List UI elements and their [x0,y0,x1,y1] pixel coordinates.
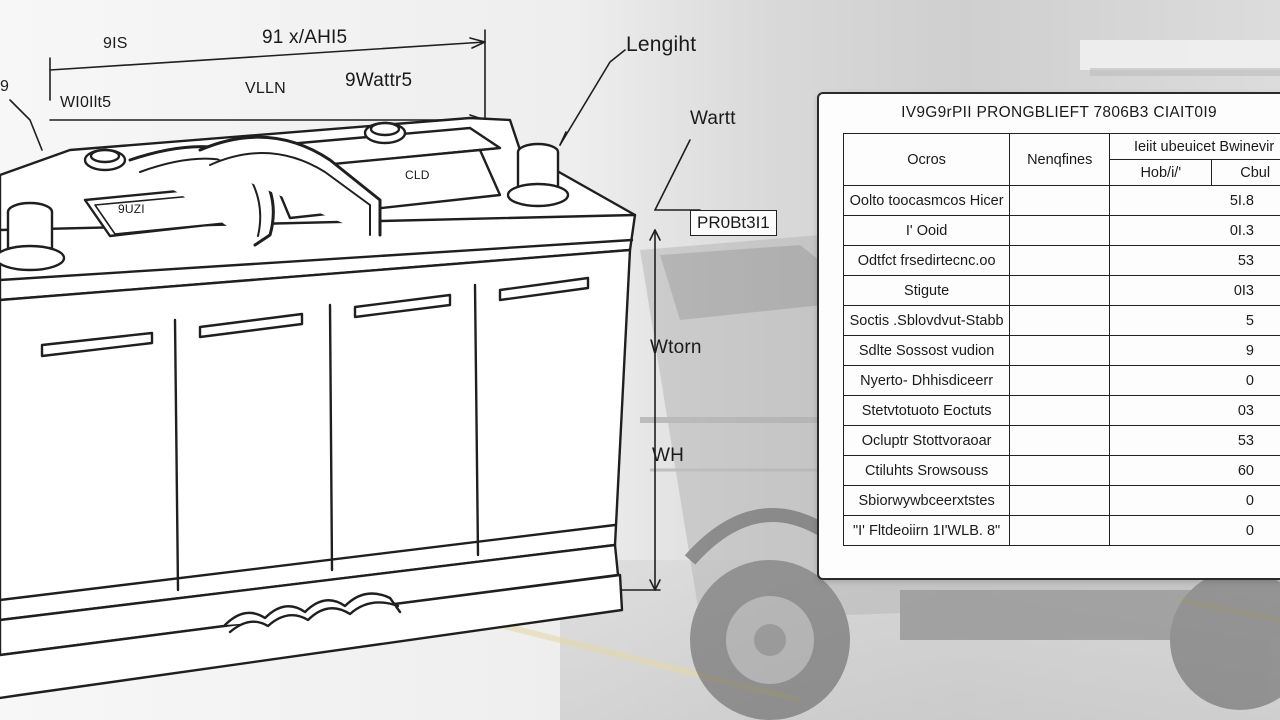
spec-table-row: Oolto toocasmcos Hicer 5I.8 [842,185,1280,216]
terminal-label-left: 9UZI [118,202,145,216]
spec-header-group: Ieiit ubeuicet Bwinevir [1109,133,1280,160]
spec-table: Ocros Nenqfines Ieiit ubeuicet Bwinevir … [842,133,1280,546]
spec-row-label: Sdlte Sossost vudion [842,335,1011,366]
spec-table-row: Ctiluhts Srowsouss 60 [842,455,1280,486]
battery-body [0,248,632,700]
vent-caps [83,121,407,172]
spec-row-blank [1009,275,1111,306]
spec-table-row: Sdlte Sossost vudion 9 [842,335,1280,366]
terminal-left [0,201,66,272]
spec-table-row: I' Ooid 0I.3 [842,215,1280,246]
spec-row-label: Stetvtotuoto Eoctuts [842,395,1011,426]
dim-label-overall: 91 x/AHI5 [262,27,348,48]
spec-row-blank [1009,485,1111,516]
spec-row-blank [1009,455,1111,486]
spec-panel: IV9G9rPII PRONGBLIEFT 7806B3 CIAIT0I9 Oc… [817,92,1280,580]
spec-row-value: 0I3 [1109,275,1280,306]
spec-row-value: 9 [1109,335,1280,366]
spec-table-row: Ocluptr Stottvoraoar 53 [842,425,1280,456]
spec-row-blank [1009,365,1111,396]
dim-label-left-tick: 9IS [103,35,128,52]
spec-table-row: Stigute 0I3 [842,275,1280,306]
spec-row-value: 0 [1109,365,1280,396]
callout-height-tag: PR0Bt3I1 [690,210,777,236]
spec-row-label: Odtfct frsedirtecnc.oo [842,245,1011,276]
spec-row-value: 03 [1109,395,1280,426]
spec-table-row: Nyerto- Dhhisdiceerr 0 [842,365,1280,396]
terminal-right [506,142,570,208]
spec-row-value: 0I.3 [1109,215,1280,246]
spec-row-blank [1009,425,1111,456]
spec-row-blank [1009,185,1111,216]
spec-row-label: Soctis .Sblovdvut-Stabb [842,305,1011,336]
spec-table-row: Stetvtotuoto Eoctuts 03 [842,395,1280,426]
spec-row-blank [1009,515,1111,546]
spec-row-label: Ocluptr Stottvoraoar [842,425,1011,456]
callout-length: Lengiht [626,33,697,56]
spec-row-label: "I' Fltdeoiirn 1I'WLB. 8" [842,515,1011,546]
spec-row-blank [1009,245,1111,276]
dim-label-left-arrow: WI0Ilt5 [60,94,112,111]
dim-label-width-top: 9Wattr5 [345,70,413,91]
spec-row-value: 5 [1109,305,1280,336]
spec-row-label: Stigute [842,275,1011,306]
spec-header-col1: Ocros [842,133,1011,186]
dimension-lines [9,29,701,591]
spec-row-blank [1009,395,1111,426]
spec-row-value: 0 [1109,515,1280,546]
spec-row-value: 0 [1109,485,1280,516]
spec-table-row: Sbiorwywbceerxtstes 0 [842,485,1280,516]
spec-header-col2: Nenqfines [1009,133,1111,186]
spec-row-value: 60 [1109,455,1280,486]
spec-row-blank [1009,335,1111,366]
callout-wh: WH [652,445,685,466]
spec-row-label: Nyerto- Dhhisdiceerr [842,365,1011,396]
spec-row-value: 5I.8 [1109,185,1280,216]
spec-row-label: Ctiluhts Srowsouss [842,455,1011,486]
spec-table-title: IV9G9rPII PRONGBLIEFT 7806B3 CIAIT0I9 [901,104,1217,121]
spec-row-blank [1009,305,1111,336]
callout-worth: Wtorn [650,337,702,358]
spec-table-row: Soctis .Sblovdvut-Stabb 5 [842,305,1280,336]
spec-row-label: Oolto toocasmcos Hicer [842,185,1011,216]
callout-watts: Wartt [690,108,736,129]
spec-row-value: 53 [1109,245,1280,276]
spec-row-label: I' Ooid [842,215,1011,246]
dim-label-left-edge: 9 [0,78,10,95]
spec-row-blank [1009,215,1111,246]
spec-header-sub1: Hob/i/' [1109,159,1213,186]
spec-table-row: "I' Fltdeoiirn 1I'WLB. 8" 0 [842,515,1280,546]
battery-lid [0,116,637,302]
spec-row-value: 53 [1109,425,1280,456]
spec-row-label: Sbiorwywbceerxtstes [842,485,1011,516]
spec-header-sub2: Cbul [1211,159,1280,186]
spec-table-row: Odtfct frsedirtecnc.oo 53 [842,245,1280,276]
dim-label-inner: VLLN [245,80,286,97]
terminal-label-center: CLD [405,168,430,182]
